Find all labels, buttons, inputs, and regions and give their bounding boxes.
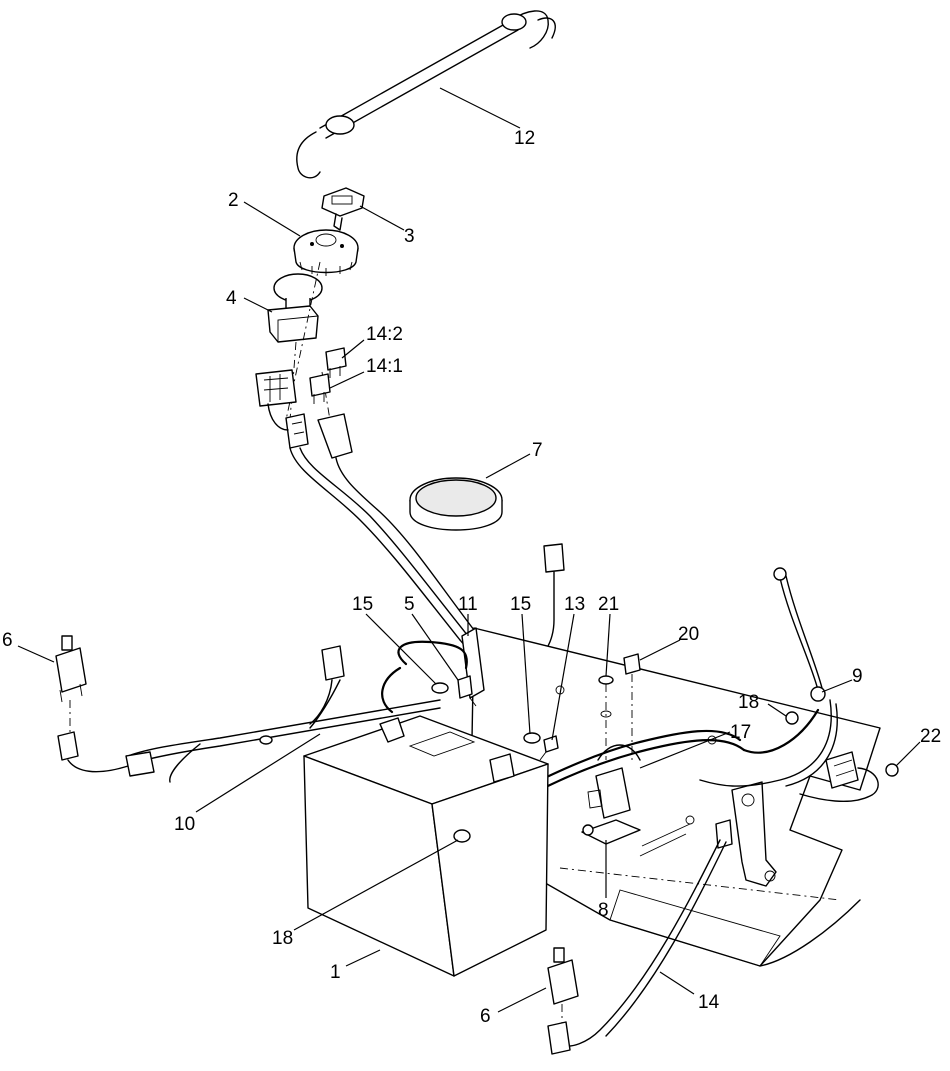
callout-21: 21 (598, 594, 619, 615)
part-lower-harness (559, 839, 727, 1047)
callout-5: 5 (404, 594, 415, 615)
callout-18-right: 18 (738, 692, 759, 713)
callout-3: 3 (404, 226, 415, 247)
part-nut-right (785, 711, 799, 725)
callout-4: 4 (226, 288, 237, 309)
part-top-connector (539, 543, 565, 657)
part-switch-left (55, 635, 155, 777)
callout-2: 2 (228, 190, 239, 211)
callout-20: 20 (678, 624, 699, 645)
part-fuse-14-1 (309, 373, 331, 404)
callout-8: 8 (598, 900, 609, 921)
part-clamp (457, 675, 473, 699)
callout-14-2: 14:2 (366, 324, 403, 345)
callout-15-left: 15 (352, 594, 373, 615)
part-solenoid (581, 744, 641, 845)
part-battery (303, 715, 549, 977)
part-pto-switch (267, 273, 323, 343)
callout-17: 17 (730, 722, 751, 743)
part-cap (409, 477, 503, 531)
callout-10: 10 (174, 814, 195, 835)
callout-12: 12 (514, 128, 535, 149)
callout-6-bottom: 6 (480, 1006, 491, 1027)
part-ground-cable (699, 567, 838, 787)
part-nut-bottom (453, 829, 471, 843)
callout-7: 7 (532, 440, 543, 461)
part-right-connector (799, 751, 899, 802)
part-left-connector (259, 645, 345, 745)
part-harness-connectors (255, 369, 353, 459)
leader-lines (17, 87, 921, 1013)
callout-22: 22 (920, 726, 941, 747)
callout-14-1: 14:1 (366, 356, 403, 377)
part-ignition-key (321, 187, 365, 231)
part-washer-mid (523, 732, 541, 744)
callout-6-left: 6 (2, 630, 13, 651)
callout-9: 9 (852, 666, 863, 687)
callout-13: 13 (564, 594, 585, 615)
callout-1: 1 (330, 962, 341, 983)
callout-18-bottom: 18 (272, 928, 293, 949)
callout-11: 11 (458, 594, 478, 615)
callout-15-mid: 15 (510, 594, 531, 615)
callout-14: 14 (698, 992, 720, 1013)
part-frame-plate (469, 627, 881, 967)
part-support-rod (296, 10, 556, 179)
part-washer-left (431, 682, 449, 694)
callout-labels: 12 2 3 4 14:2 14:1 7 6 15 5 11 15 13 21 … (2, 128, 941, 1027)
part-fuse-14-2 (325, 347, 347, 378)
part-ignition-switch (293, 229, 359, 276)
part-switch-bottom (547, 947, 579, 1055)
